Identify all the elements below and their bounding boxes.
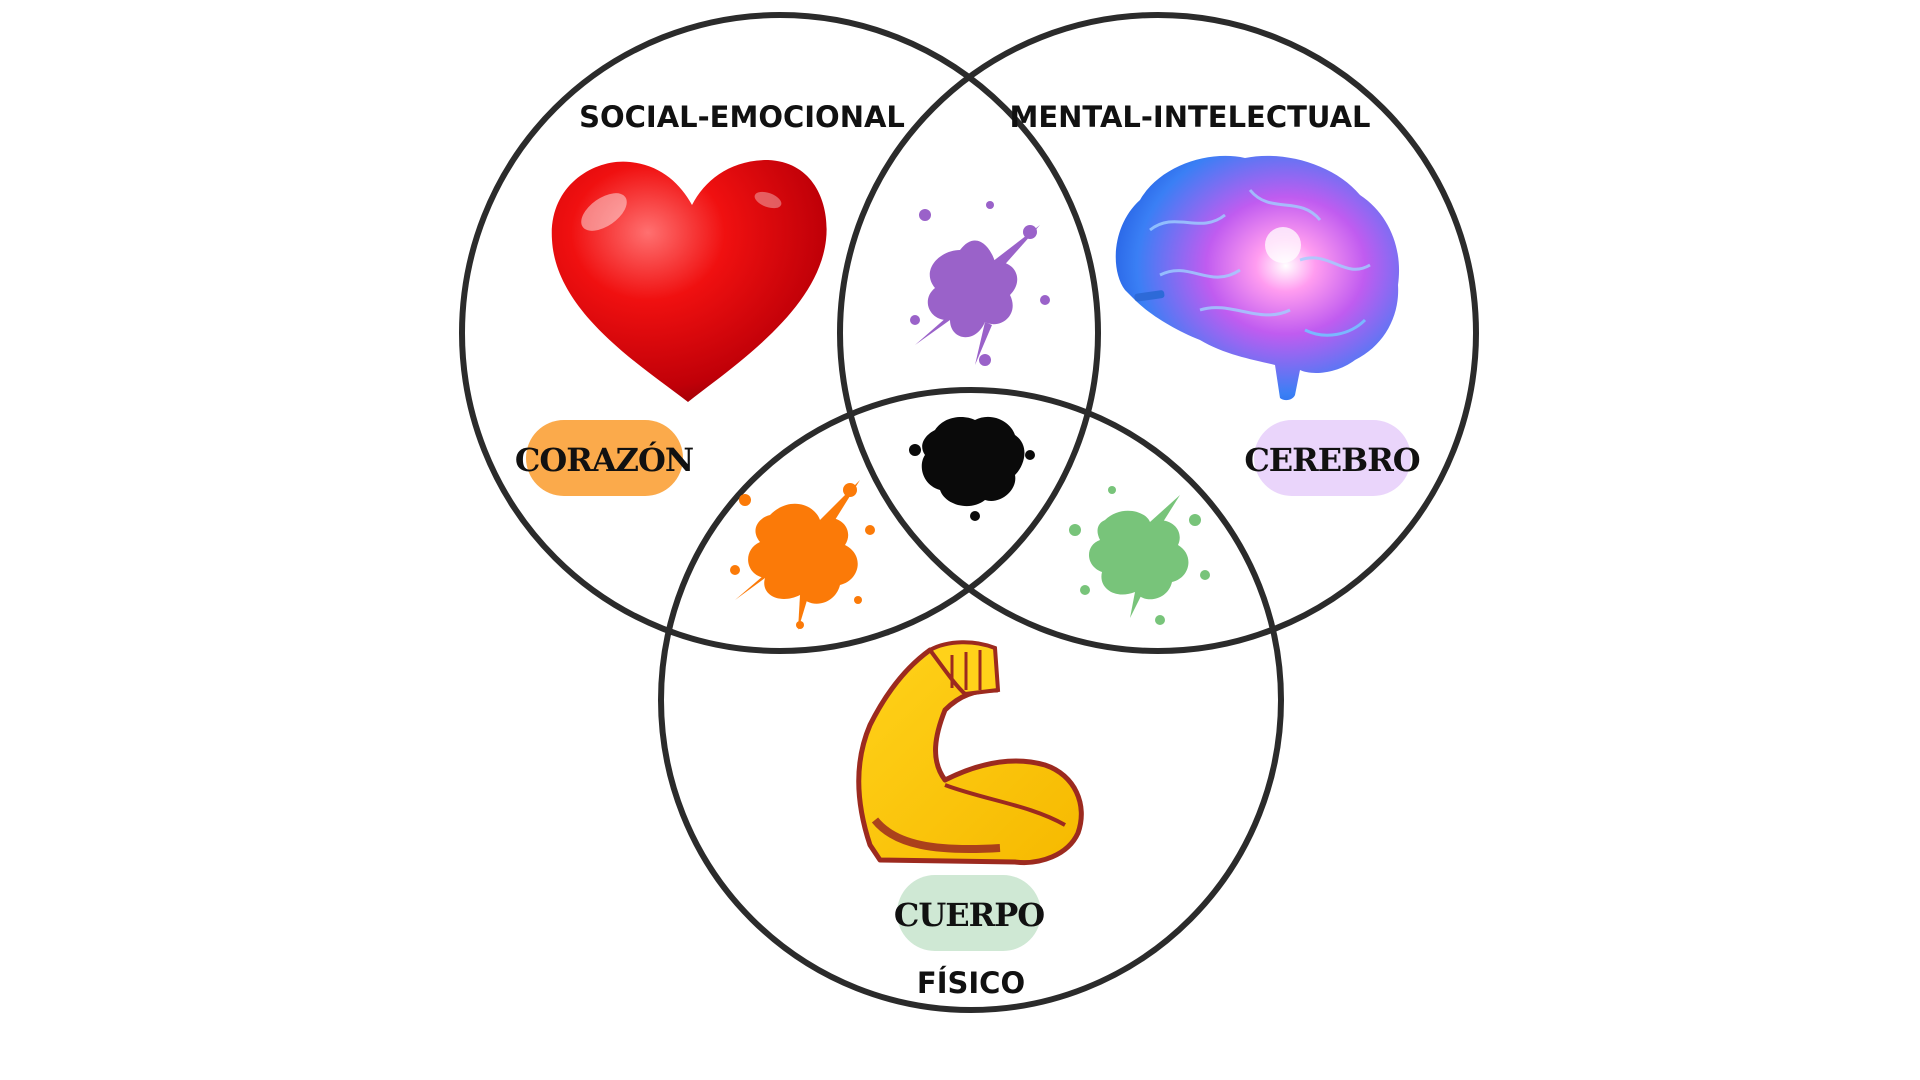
circle-fisico	[658, 387, 1284, 1013]
brain-icon	[1115, 155, 1400, 401]
splash-green	[1069, 486, 1210, 625]
splash-black	[909, 416, 1035, 521]
tag-cerebro: CEREBRO	[1244, 420, 1421, 496]
circle-social-emocional	[459, 12, 1101, 654]
tag-corazon-label: CORAZÓN	[515, 441, 693, 479]
splash-purple	[910, 201, 1050, 366]
tag-corazon: CORAZÓN	[515, 420, 694, 496]
tag-cuerpo: CUERPO	[894, 875, 1045, 951]
tag-cuerpo-label: CUERPO	[894, 896, 1044, 934]
heading-fisico: FÍSICO	[917, 966, 1025, 1000]
splash-orange	[730, 480, 875, 630]
tag-cerebro-label: CEREBRO	[1244, 441, 1419, 479]
flexed-arm-icon	[856, 640, 1084, 866]
heading-social-emocional: SOCIAL-EMOCIONAL	[579, 100, 905, 134]
circle-mental-intelectual	[837, 12, 1479, 654]
heading-mental-intelectual: MENTAL-INTELECTUAL	[1009, 100, 1370, 134]
heart-icon	[551, 160, 827, 402]
